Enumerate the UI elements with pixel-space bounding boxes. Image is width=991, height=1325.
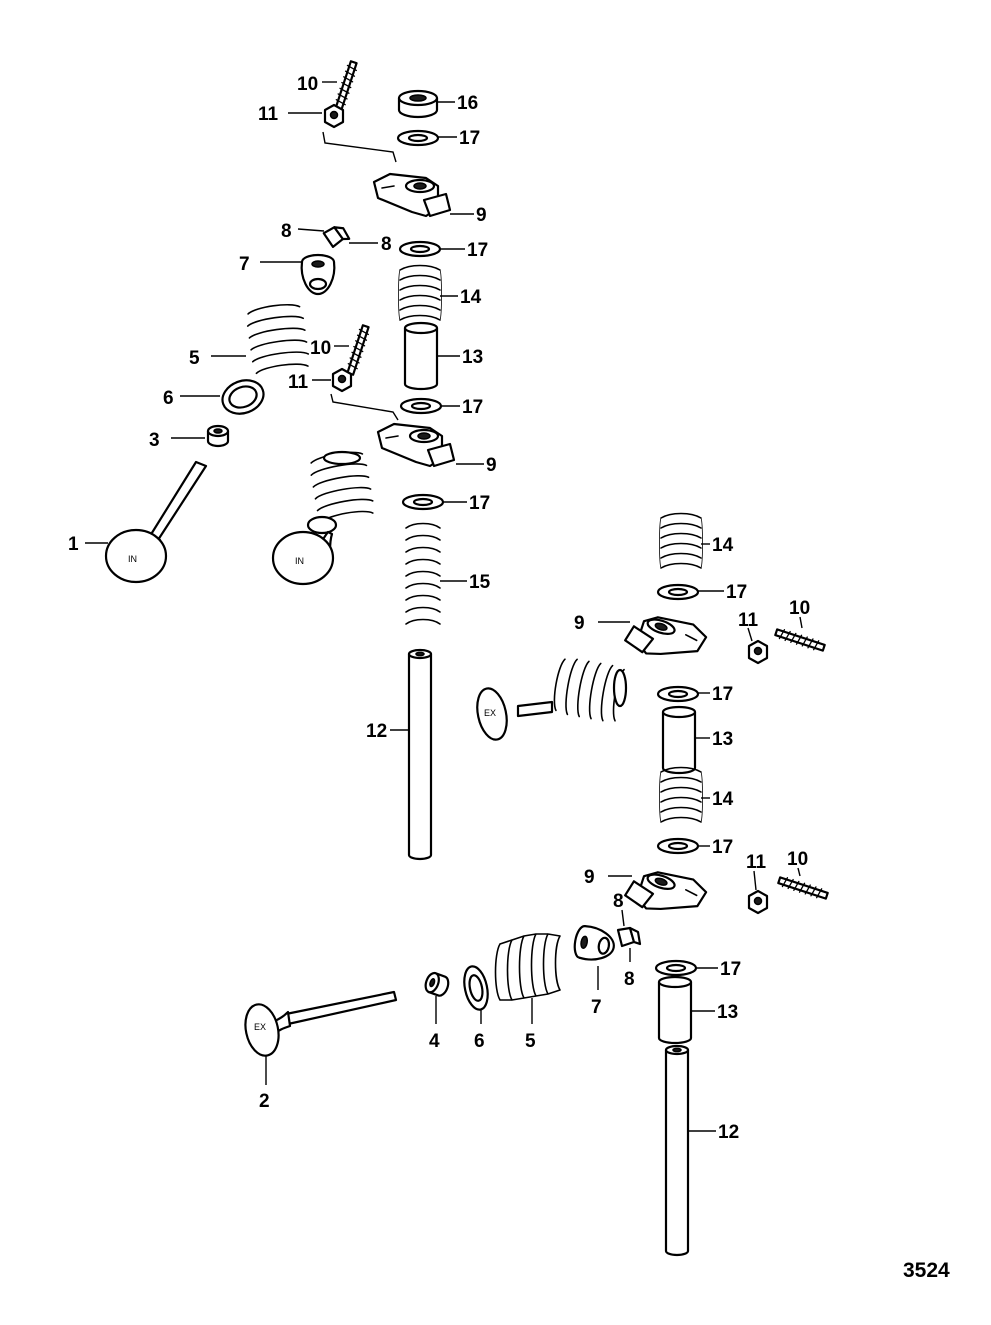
callout-9: 9 (486, 455, 497, 476)
figure-number: 3524 (903, 1259, 950, 1282)
callout-8b: 8 (381, 234, 392, 255)
rocker-arm-9-right-bottom (622, 859, 710, 926)
washer-17 (401, 493, 445, 511)
lifter-spring-14-right-top (658, 512, 704, 569)
callout-7: 7 (591, 997, 602, 1018)
callout-14: 14 (712, 535, 734, 556)
callout-13: 13 (717, 1002, 738, 1023)
callout-2: 2 (259, 1091, 270, 1112)
nut-11-mid (331, 367, 353, 393)
callout-9: 9 (574, 613, 585, 634)
valve-stem-seal-4 (424, 971, 450, 997)
callout-17: 17 (462, 397, 483, 418)
lifter-sleeve-13-top (403, 321, 439, 391)
washer-17 (399, 397, 443, 415)
callout-10: 10 (787, 849, 808, 870)
callout-7: 7 (239, 254, 250, 275)
valve-keeper-8-bottom (616, 926, 642, 948)
rocker-arm-9-right-top (622, 604, 710, 671)
exhaust-valve-2: EX (244, 990, 398, 1057)
callout-11: 11 (288, 372, 309, 393)
callout-17: 17 (720, 959, 741, 980)
callout-11: 11 (746, 852, 767, 873)
callout-10: 10 (297, 74, 318, 95)
callout-15: 15 (469, 572, 491, 593)
stud-10-mid (344, 323, 372, 377)
pushrod-12-top (407, 648, 433, 861)
stud-10-right-bottom (776, 874, 830, 902)
spring-retainer-7-bottom (571, 923, 618, 965)
callout-13: 13 (462, 347, 483, 368)
pushrod-spring-15 (405, 522, 441, 625)
washer-17 (656, 837, 700, 855)
callout-1: 1 (68, 534, 79, 555)
callout-9: 9 (476, 205, 487, 226)
assembled-intake-valve: IN (271, 448, 376, 586)
callout-17: 17 (712, 684, 733, 705)
lifter-spring-14-right-mid (658, 766, 704, 823)
lifter-spring-14-top (397, 264, 443, 321)
lifter-sleeve-13-bottom (657, 975, 693, 1045)
intake-mark: IN (128, 554, 137, 564)
callout-3: 3 (149, 430, 160, 451)
callout-5: 5 (189, 348, 200, 369)
callout-4: 4 (429, 1031, 440, 1052)
intake-valve-1: IN (104, 460, 208, 584)
nut-11-top (323, 103, 345, 129)
valve-spring-5-bottom (494, 933, 561, 1001)
callout-9: 9 (584, 867, 595, 888)
spring-retainer-7-top (300, 253, 336, 296)
seal-ring-6-top (221, 379, 265, 415)
callout-8b: 8 (624, 969, 635, 990)
callout-14: 14 (460, 287, 482, 308)
washer-17 (656, 583, 700, 601)
callout-17: 17 (467, 240, 488, 261)
rocker-arm-9-top (372, 172, 452, 218)
stud-10-right-top (773, 626, 827, 654)
callout-12: 12 (366, 721, 387, 742)
callout-10: 10 (310, 338, 331, 359)
callout-6: 6 (163, 388, 174, 409)
washer-17 (396, 129, 440, 147)
valve-spring-5-top (244, 301, 311, 375)
callout-17: 17 (726, 582, 747, 603)
assembled-exhaust-valve: EX (476, 655, 628, 741)
nut-11-right-top (747, 639, 769, 665)
valve-keeper-8-top (321, 222, 351, 250)
exhaust-mark: EX (484, 708, 496, 718)
callout-17: 17 (712, 837, 733, 858)
lifter-sleeve-13-right (661, 705, 697, 775)
seal-ring-6-bottom (463, 965, 489, 1011)
exhaust-mark: EX (254, 1022, 266, 1032)
callout-16: 16 (457, 93, 478, 114)
callout-8: 8 (613, 891, 624, 912)
callout-17: 17 (469, 493, 490, 514)
nut-11-right-bottom (747, 889, 769, 915)
callout-11: 11 (258, 104, 279, 125)
intake-mark: IN (295, 556, 304, 566)
pushrod-12-bottom (664, 1044, 690, 1257)
callout-10: 10 (789, 598, 810, 619)
stud-10-top (332, 59, 360, 113)
callout-13: 13 (712, 729, 733, 750)
washer-17 (654, 959, 698, 977)
callout-5: 5 (525, 1031, 536, 1052)
spacer-16 (397, 89, 439, 119)
callout-14: 14 (712, 789, 734, 810)
callout-17: 17 (459, 128, 480, 149)
callout-6: 6 (474, 1031, 485, 1052)
washer-17 (656, 685, 700, 703)
valve-stem-seal-3 (206, 424, 230, 448)
callout-12: 12 (718, 1122, 739, 1143)
washer-17 (398, 240, 442, 258)
callout-8: 8 (281, 221, 292, 242)
rocker-arm-9-mid (376, 422, 456, 468)
callout-11: 11 (738, 610, 759, 631)
